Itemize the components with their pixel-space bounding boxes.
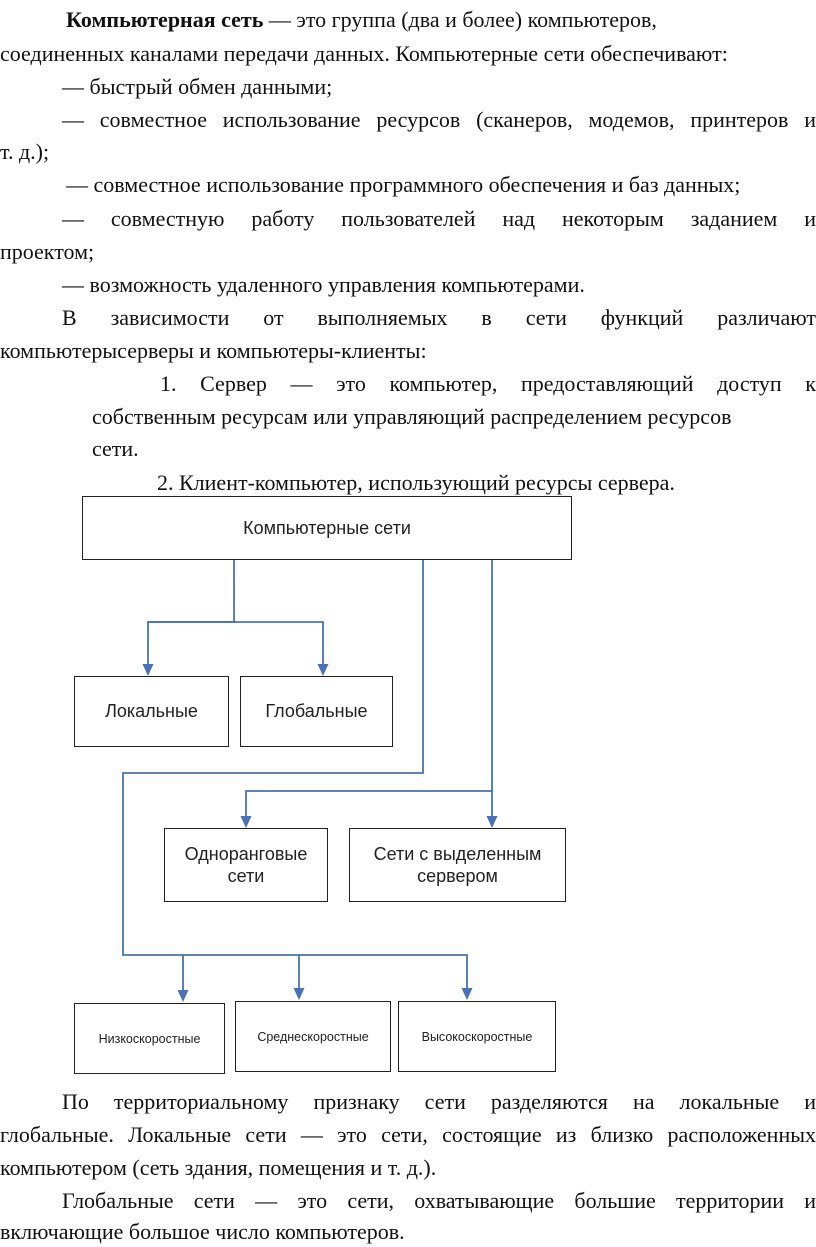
territory-line-1: По территориальному признаку сети раздел… bbox=[62, 1089, 816, 1114]
list-item-2: 2. Клиент-компьютер, использующий ресурс… bbox=[157, 470, 675, 495]
list-item-1-cont-2: сети. bbox=[92, 436, 139, 461]
box-dedicated-server: Сети с выделенным сервером bbox=[349, 828, 566, 902]
territory-line-2: глобальные. Локальные сети — это сети, с… bbox=[0, 1122, 816, 1147]
term-computer-network: Компьютерная сеть bbox=[66, 7, 264, 32]
bullet-fast-exchange: — быстрый обмен данными; bbox=[62, 74, 333, 99]
intro-line-2: соединенных каналами передачи данных. Ко… bbox=[0, 41, 728, 66]
bullet-software-sharing: — совместное использование программного … bbox=[66, 172, 741, 197]
arrow-to-global bbox=[317, 664, 329, 676]
bullet-remote-control: — возможность удаленного управления комп… bbox=[62, 272, 585, 297]
global-nets-line-1: Глобальные сети — это сети, охватывающие… bbox=[62, 1188, 816, 1213]
connector-territory-global bbox=[148, 621, 324, 664]
global-nets-line-2: включающие большое число компьютеров. bbox=[0, 1219, 405, 1244]
bullet-resource-sharing-cont: т. д.); bbox=[0, 139, 50, 164]
box-local: Локальные bbox=[74, 676, 229, 747]
box-global: Глобальные bbox=[240, 676, 393, 747]
box-peer-to-peer: Одноранговые сети bbox=[164, 828, 328, 902]
box-computer-networks: Компьютерные сети bbox=[82, 496, 572, 560]
bullet-collaboration-cont: проектом; bbox=[0, 239, 95, 264]
intro-definition: — это группа (два и более) компьютеров, bbox=[263, 7, 657, 32]
arrow-to-mid bbox=[293, 988, 305, 1000]
functions-line-1: В зависимости от выполняемых в сети функ… bbox=[62, 305, 816, 330]
box-medium-speed: Среднескоростные bbox=[235, 1001, 391, 1072]
connector-speed-high bbox=[299, 954, 468, 988]
arrow-to-local bbox=[142, 664, 154, 676]
intro-line-1: Компьютерная сеть — это группа (два и бо… bbox=[66, 7, 657, 33]
connector-speed bbox=[122, 560, 424, 990]
arrow-to-high bbox=[461, 988, 473, 1000]
list-item-1-cont: собственным ресурсам или управляющий рас… bbox=[92, 404, 732, 429]
arrow-to-low bbox=[177, 990, 189, 1002]
connector-speed-mid bbox=[183, 954, 300, 988]
territory-line-3: компьютером (сеть здания, помещения и т.… bbox=[0, 1155, 437, 1180]
functions-line-2: компьютерысерверы и компьютеры-клиенты: bbox=[0, 338, 427, 363]
box-low-speed: Низкоскоростные bbox=[74, 1003, 225, 1074]
arrow-to-dedicated bbox=[486, 816, 498, 828]
bullet-resource-sharing: — совместное использование ресурсов (ска… bbox=[62, 107, 816, 132]
connector-architecture-peer bbox=[245, 790, 492, 816]
bullet-collaboration: — совместную работу пользователей над не… bbox=[62, 206, 816, 231]
connector-territory bbox=[147, 560, 235, 664]
list-item-1: 1. Сервер — это компьютер, предоставляющ… bbox=[160, 371, 816, 396]
arrow-to-peer bbox=[240, 816, 252, 828]
box-high-speed: Высокоскоростные bbox=[398, 1001, 556, 1072]
